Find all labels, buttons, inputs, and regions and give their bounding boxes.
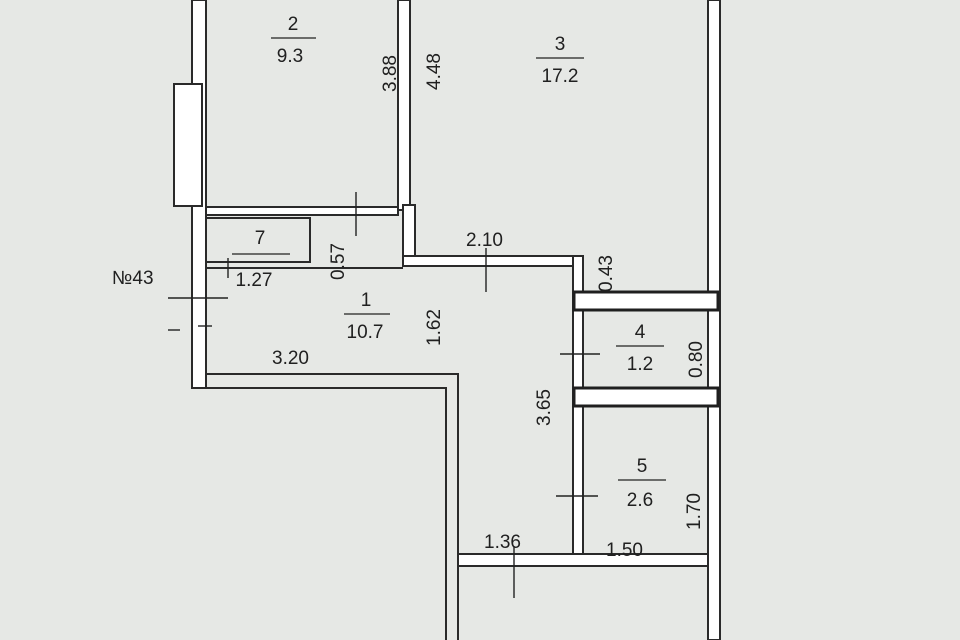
room-1-number: 1 [361, 290, 372, 311]
dim-3-65: 3.65 [534, 389, 555, 426]
bottom-wall [457, 553, 709, 567]
room-2-label: 2 9.3 [271, 14, 316, 67]
room2-bottom-wall [205, 206, 399, 216]
room-3-label: 3 17.2 [536, 34, 584, 87]
room-5-label: 5 2.6 [618, 456, 666, 511]
dim-0-43: 0.43 [596, 255, 617, 292]
dim-2-10: 2.10 [466, 230, 503, 251]
walls [173, 0, 721, 640]
room3-bottom-wall [402, 255, 584, 267]
room-4-number: 4 [635, 322, 646, 343]
dim-1-36: 1.36 [484, 532, 521, 553]
room-5-number: 5 [637, 456, 648, 477]
room-1-label: 1 10.7 [344, 290, 390, 343]
corridor-wall-outer [192, 387, 447, 640]
room-4-area: 1.2 [627, 354, 653, 375]
dim-3-20: 3.20 [272, 348, 309, 369]
room-7-number: 7 [255, 228, 266, 249]
dim-1-70: 1.70 [684, 493, 705, 530]
dim-1-50: 1.50 [606, 540, 643, 561]
dim-3-88: 3.88 [380, 55, 401, 92]
room-7-label: 7 1.27 [232, 228, 290, 291]
room-2-area: 9.3 [277, 46, 303, 67]
partition-top [572, 290, 720, 312]
apartment-number: №43 [112, 268, 154, 289]
corridor-wall-inner [206, 373, 459, 640]
room-5-area: 2.6 [627, 490, 653, 511]
dim-0-80: 0.80 [686, 341, 707, 378]
room-1-area: 10.7 [347, 322, 384, 343]
room-3-area: 17.2 [542, 66, 579, 87]
dim-1-62: 1.62 [424, 309, 445, 346]
partition-bottom [572, 386, 720, 408]
window-left [173, 83, 203, 207]
room2-right-wall [397, 0, 411, 211]
room3-left-wall [402, 204, 416, 264]
ticks [168, 192, 600, 598]
room-7-area: 1.27 [236, 270, 273, 291]
dim-4-48: 4.48 [424, 53, 445, 90]
room7-outline [206, 217, 311, 263]
dim-0-57: 0.57 [328, 243, 349, 280]
room-3-number: 3 [555, 34, 566, 55]
right-outer-wall [707, 0, 721, 640]
room-4-label: 4 1.2 [616, 322, 664, 375]
room-2-number: 2 [288, 14, 299, 35]
